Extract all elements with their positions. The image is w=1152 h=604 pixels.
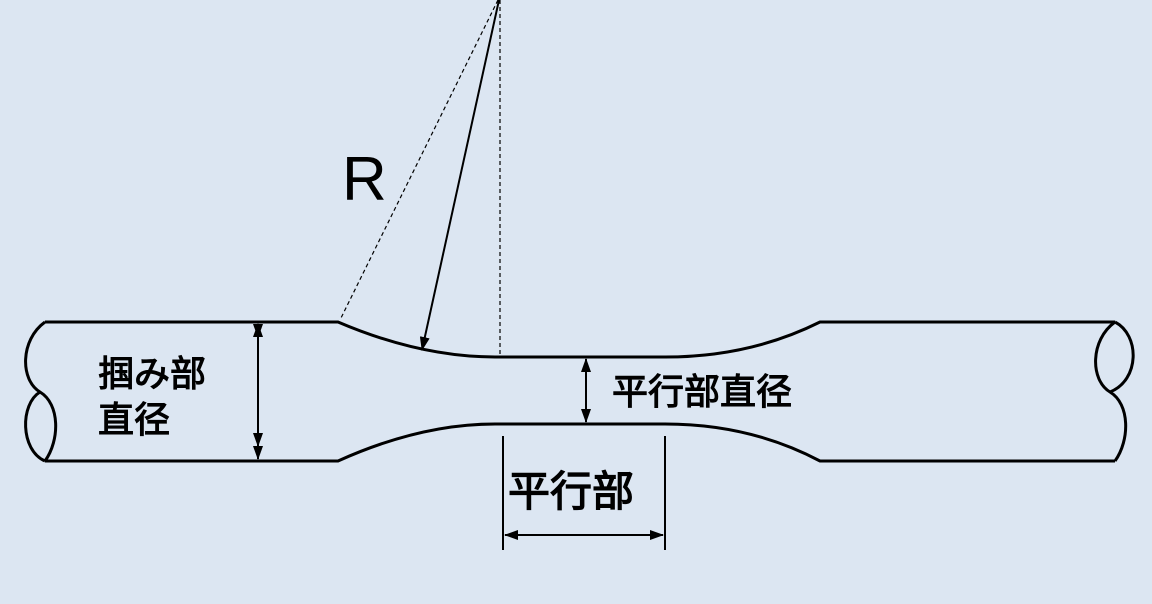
- parallel-diameter-label: 平行部直径: [612, 372, 792, 413]
- grip-diameter-label-line1: 掴み部: [98, 354, 206, 395]
- right-break-loop: [1109, 320, 1135, 394]
- radius-arrow: [419, 0, 500, 351]
- grip-diameter-label-line2: 直径: [98, 400, 170, 441]
- parallel-length-label: 平行部: [508, 467, 634, 516]
- specimen-bottom-edge: [45, 422, 1115, 463]
- left-break-line: [24, 320, 58, 462]
- radius-dashed-line-left: [339, 0, 499, 321]
- radius-label: R: [342, 145, 387, 214]
- specimen-top-edge: [45, 320, 1115, 359]
- left-break-loop: [24, 390, 46, 463]
